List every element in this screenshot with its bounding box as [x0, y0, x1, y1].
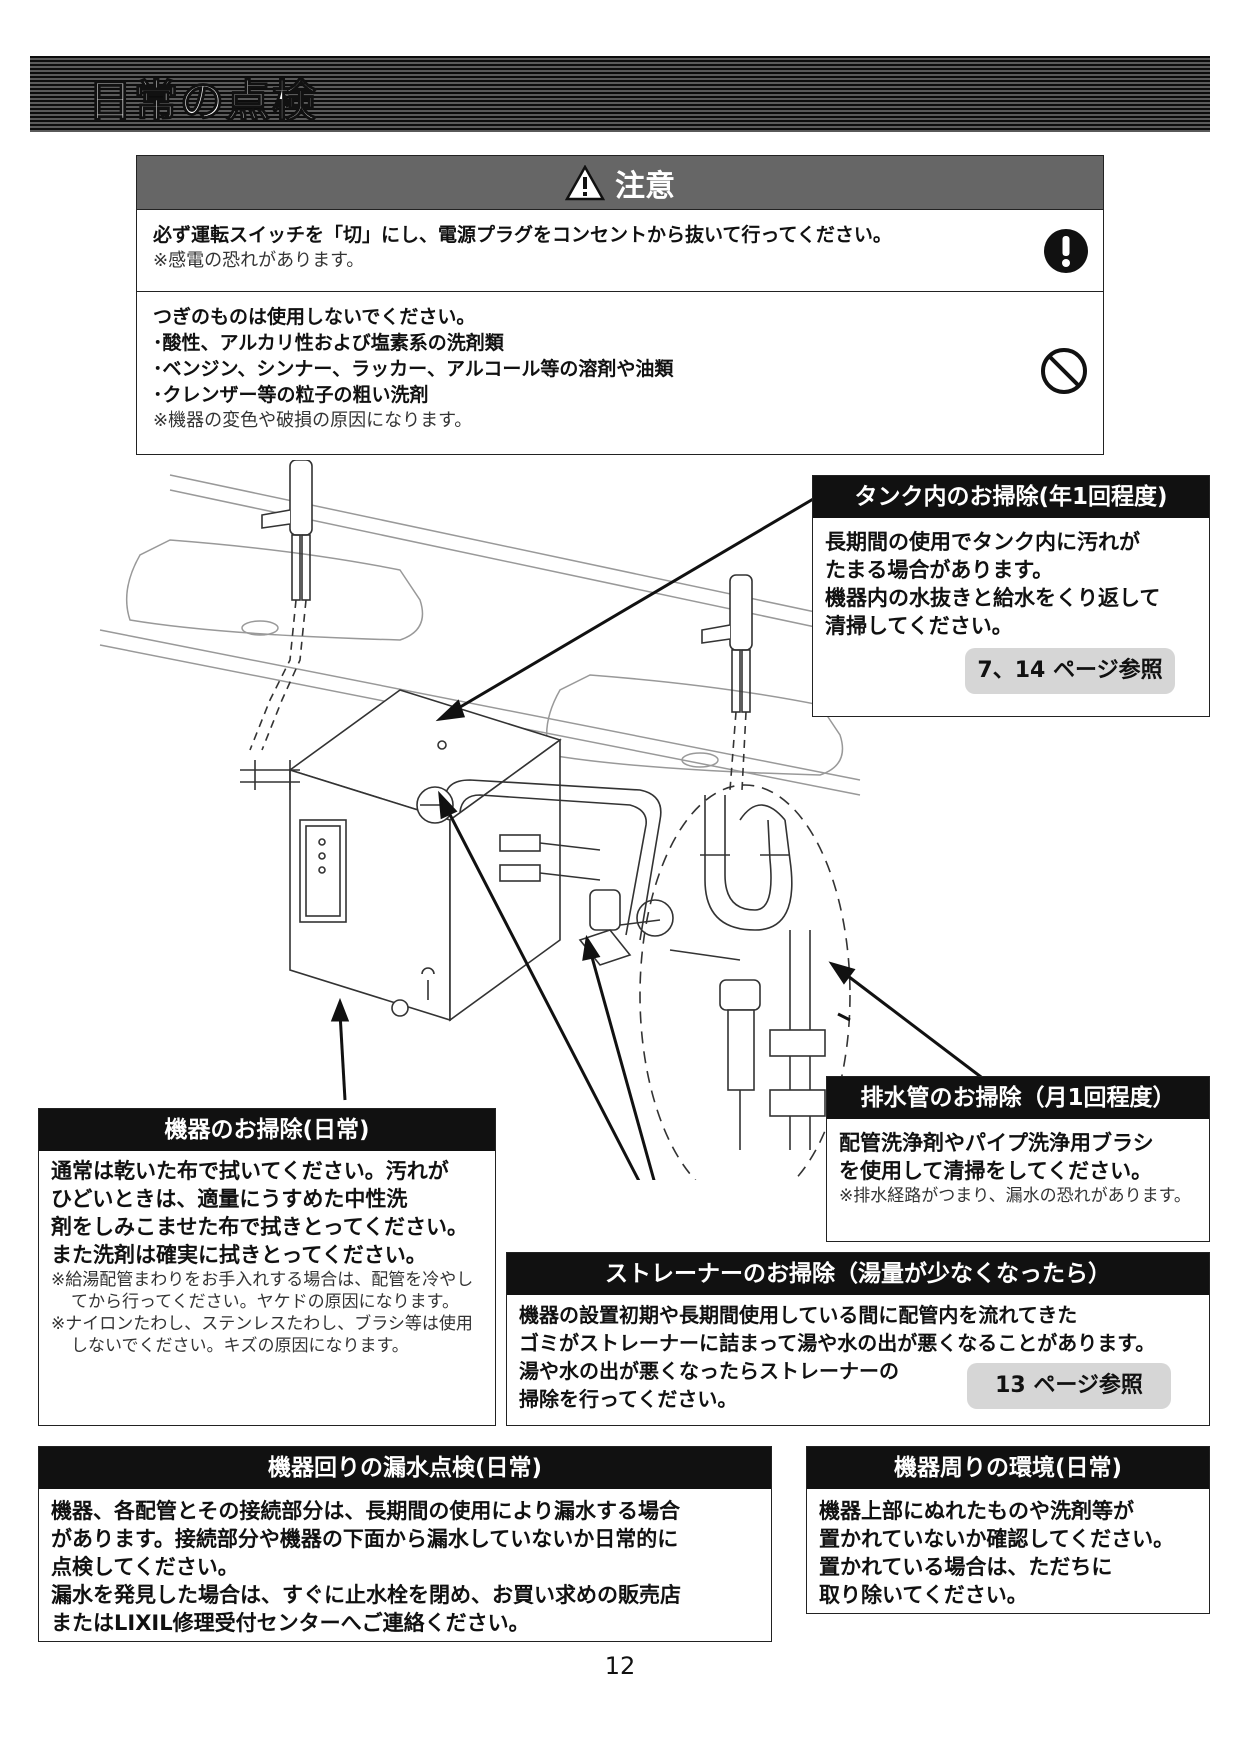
caution-row2-line-0: つぎのものは使用しないでください。	[153, 306, 476, 328]
caution-box: 注意 必ず運転スイッチを「切」にし、電源プラグをコンセントから抜いて行ってくださ…	[136, 155, 1104, 455]
leak-line-0: 機器、各配管とその接続部分は、長期間の使用により漏水する場合	[51, 1499, 680, 1523]
caution-title: 注意	[615, 168, 675, 204]
device-line-3: また洗剤は確実に拭きとってください。	[51, 1243, 427, 1267]
drain-line-1: を使用して清掃をしてください。	[839, 1159, 1153, 1183]
caution-row2-note: ※機器の変色や破損の原因になります。	[153, 410, 473, 431]
drain-line-0: 配管洗浄剤やパイプ洗浄用ブラシ	[839, 1131, 1154, 1155]
env-line-0: 機器上部にぬれたものや洗剤等が	[819, 1499, 1134, 1523]
environment-title: 機器周りの環境(日常)	[807, 1447, 1209, 1489]
tank-line-3: 清掃してください。	[825, 614, 1013, 638]
installation-illustration	[99, 460, 986, 1180]
strainer-cleaning-box: ストレーナーのお掃除（湯量が少なくなったら） 機器の設置初期や長期間使用している…	[506, 1252, 1210, 1426]
environment-box: 機器周りの環境(日常) 機器上部にぬれたものや洗剤等が 置かれていないか確認して…	[806, 1446, 1210, 1614]
warning-triangle-icon	[565, 164, 605, 200]
device-line-2: 剤をしみこませた布で拭きとってください。	[51, 1215, 469, 1239]
tank-cleaning-box: タンク内のお掃除(年1回程度) 長期間の使用でタンク内に汚れが たまる場合があり…	[812, 475, 1210, 717]
caution-row1-note: ※感電の恐れがあります。	[153, 250, 365, 271]
caution-row-prohibited: つぎのものは使用しないでください。 ･酸性、アルカリ性および塩素系の洗剤類 ･ベ…	[137, 292, 1103, 454]
env-line-3: 取り除いてください。	[819, 1583, 1028, 1607]
leak-line-3: 漏水を発見した場合は、すぐに止水栓を閉め、お買い求めの販売店	[51, 1583, 681, 1607]
page-header: 日常の点検	[30, 56, 1210, 132]
drain-cleaning-title: 排水管のお掃除（月1回程度）	[827, 1077, 1209, 1119]
leak-inspection-title: 機器回りの漏水点検(日常)	[39, 1447, 771, 1489]
strainer-line-1: ゴミがストレーナーに詰まって湯や水の出が悪くなることがあります。	[519, 1331, 1156, 1355]
device-note-1: ※ナイロンたわし、ステンレスたわし、ブラシ等は使用しないでください。キズの原因に…	[51, 1314, 473, 1356]
caution-row2-line-3: ･クレンザー等の粒子の粗い洗剤	[153, 384, 429, 406]
device-line-0: 通常は乾いた布で拭いてください。汚れが	[51, 1159, 449, 1183]
strainer-line-0: 機器の設置初期や長期間使用している間に配管内を流れてきた	[519, 1303, 1078, 1327]
caution-row2-line-2: ･ベンジン、シンナー、ラッカー、アルコール等の溶剤や油類	[153, 358, 674, 380]
prohibition-icon	[1041, 348, 1087, 394]
caution-row-power: 必ず運転スイッチを「切」にし、電源プラグをコンセントから抜いて行ってください。 …	[137, 210, 1103, 292]
leak-inspection-box: 機器回りの漏水点検(日常) 機器、各配管とその接続部分は、長期間の使用により漏水…	[38, 1446, 772, 1642]
device-cleaning-box: 機器のお掃除(日常) 通常は乾いた布で拭いてください。汚れが ひどいときは、適量…	[38, 1108, 496, 1426]
device-note-0: ※給湯配管まわりをお手入れする場合は、配管を冷やしてから行ってください。ヤケドの…	[51, 1270, 474, 1312]
tank-cleaning-title: タンク内のお掃除(年1回程度)	[813, 476, 1209, 518]
drain-note: ※排水経路がつまり、漏水の恐れがあります。	[839, 1186, 1191, 1206]
drain-cleaning-box: 排水管のお掃除（月1回程度） 配管洗浄剤やパイプ洗浄用ブラシ を使用して清掃をし…	[826, 1076, 1210, 1242]
page-number: 12	[604, 1652, 636, 1680]
strainer-page-reference: 13 ページ参照	[967, 1363, 1171, 1409]
device-cleaning-title: 機器のお掃除(日常)	[39, 1109, 495, 1151]
strainer-cleaning-title: ストレーナーのお掃除（湯量が少なくなったら）	[507, 1253, 1209, 1295]
env-line-1: 置かれていないか確認してください。	[819, 1527, 1175, 1551]
leak-line-2: 点検してください。	[51, 1555, 239, 1579]
caution-row2-line-1: ･酸性、アルカリ性および塩素系の洗剤類	[153, 332, 504, 354]
exclamation-circle-icon	[1044, 229, 1088, 273]
tank-page-reference: 7、14 ページ参照	[965, 648, 1175, 694]
leak-line-4: またはLIXIL修理受付センターへご連絡ください。	[51, 1611, 530, 1635]
strainer-line-3: 掃除を行ってください。	[519, 1387, 738, 1411]
device-line-1: ひどいときは、適量にうすめた中性洗	[51, 1187, 408, 1211]
leak-line-1: があります。接続部分や機器の下面から漏水していないか日常的に	[51, 1527, 679, 1551]
page-title: 日常の点検	[87, 75, 318, 128]
caution-row1-line: 必ず運転スイッチを「切」にし、電源プラグをコンセントから抜いて行ってください。	[153, 224, 892, 246]
strainer-line-2: 湯や水の出が悪くなったらストレーナーの	[519, 1359, 899, 1383]
tank-line-1: たまる場合があります。	[825, 558, 1054, 582]
tank-line-2: 機器内の水抜きと給水をくり返して	[825, 586, 1161, 610]
env-line-2: 置かれている場合は、ただちに	[819, 1555, 1113, 1579]
caution-title-bar: 注意	[137, 156, 1103, 210]
tank-line-0: 長期間の使用でタンク内に汚れが	[825, 530, 1140, 554]
